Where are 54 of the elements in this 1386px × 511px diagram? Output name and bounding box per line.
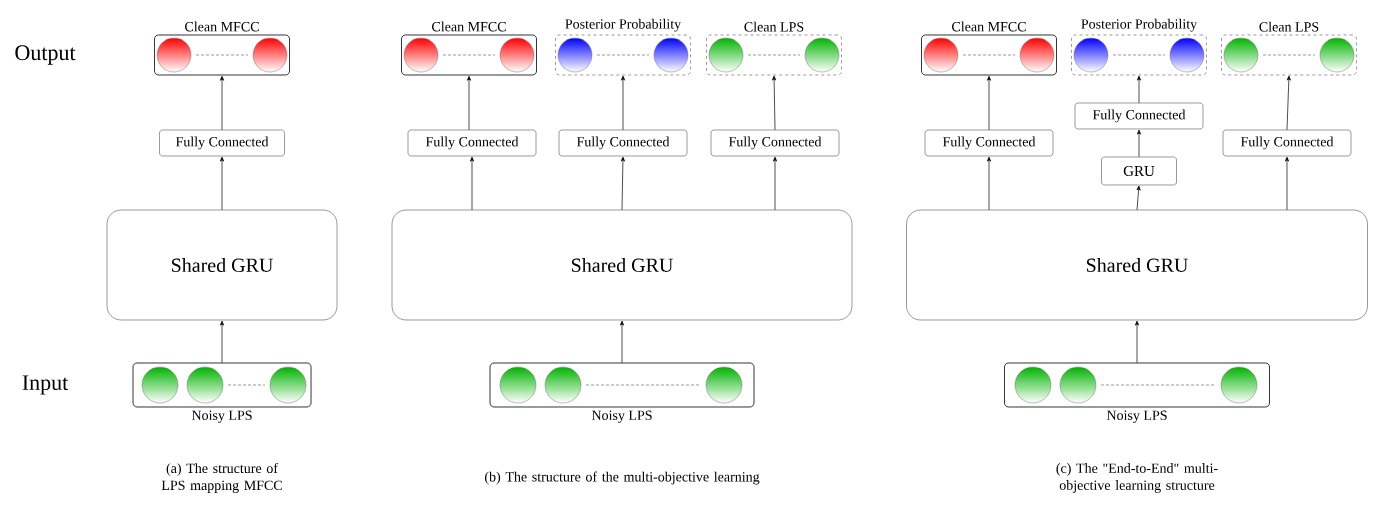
arrow bbox=[986, 75, 992, 131]
arrow bbox=[469, 156, 475, 211]
node-label: Clean MFCC bbox=[952, 21, 1026, 32]
arrow bbox=[620, 156, 625, 211]
row-label: Input bbox=[22, 375, 69, 395]
feature-layer-box: Noisy LPS bbox=[132, 362, 312, 423]
layer-box: Fully Connected bbox=[1222, 129, 1352, 157]
layer-box: Shared GRU bbox=[391, 209, 853, 321]
node-label: Clean MFCC bbox=[185, 21, 259, 32]
layer-box: Shared GRU bbox=[106, 209, 338, 321]
feature-layer-box: Noisy LPS bbox=[489, 362, 755, 423]
layer-box: Fully Connected bbox=[924, 129, 1054, 157]
feature-layer-box: Posterior Probability bbox=[1071, 18, 1207, 76]
arrow bbox=[220, 320, 225, 363]
layer-box: GRU bbox=[1101, 156, 1177, 186]
node-label: Clean LPS bbox=[744, 21, 804, 32]
node-label: Posterior Probability bbox=[1081, 18, 1198, 32]
sub-caption: (b) The structure of the multi-objective learning bbox=[485, 471, 760, 485]
arrow bbox=[1134, 320, 1140, 363]
feature-layer-box: Noisy LPS bbox=[1004, 362, 1270, 423]
arrow bbox=[1136, 75, 1142, 104]
arrow bbox=[1286, 75, 1291, 131]
node-label: Clean MFCC bbox=[432, 21, 506, 32]
layer-box: Fully Connected bbox=[710, 129, 840, 157]
node-label: Noisy LPS bbox=[591, 410, 652, 423]
node-label: Clean LPS bbox=[1259, 21, 1319, 32]
node-label: Noisy LPS bbox=[1106, 410, 1167, 423]
arrow bbox=[619, 320, 625, 363]
feature-layer-box: Clean LPS bbox=[706, 21, 842, 76]
feature-layer-box: Clean MFCC bbox=[401, 21, 537, 76]
arrow bbox=[220, 75, 225, 131]
arrow bbox=[466, 75, 472, 131]
row-label: Output bbox=[15, 45, 76, 65]
arrow bbox=[1136, 185, 1141, 211]
arrow bbox=[1136, 129, 1142, 158]
arrow bbox=[1284, 156, 1290, 211]
node-label: Noisy LPS bbox=[191, 410, 252, 423]
arrow bbox=[620, 75, 626, 131]
feature-layer-box: Clean LPS bbox=[1221, 21, 1357, 76]
layer-box: Shared GRU bbox=[906, 209, 1368, 321]
feature-layer-box: Clean MFCC bbox=[921, 21, 1057, 76]
feature-layer-box: Clean MFCC bbox=[154, 21, 290, 76]
layer-box: Fully Connected bbox=[407, 129, 537, 157]
arrow bbox=[772, 75, 777, 131]
feature-layer-box: Posterior Probability bbox=[555, 18, 691, 76]
layer-box: Fully Connected bbox=[159, 129, 285, 157]
arrow bbox=[772, 156, 778, 211]
layer-box: Fully Connected bbox=[558, 129, 688, 157]
arrow bbox=[986, 156, 992, 211]
node-label: Posterior Probability bbox=[565, 18, 682, 32]
layer-box: Fully Connected bbox=[1074, 102, 1204, 130]
sub-caption: (a) The structure of LPS mapping MFCC bbox=[161, 463, 282, 493]
arrow bbox=[220, 156, 225, 211]
sub-caption: (c) The "End-to-End" multi-objective learning structure bbox=[1056, 463, 1218, 493]
